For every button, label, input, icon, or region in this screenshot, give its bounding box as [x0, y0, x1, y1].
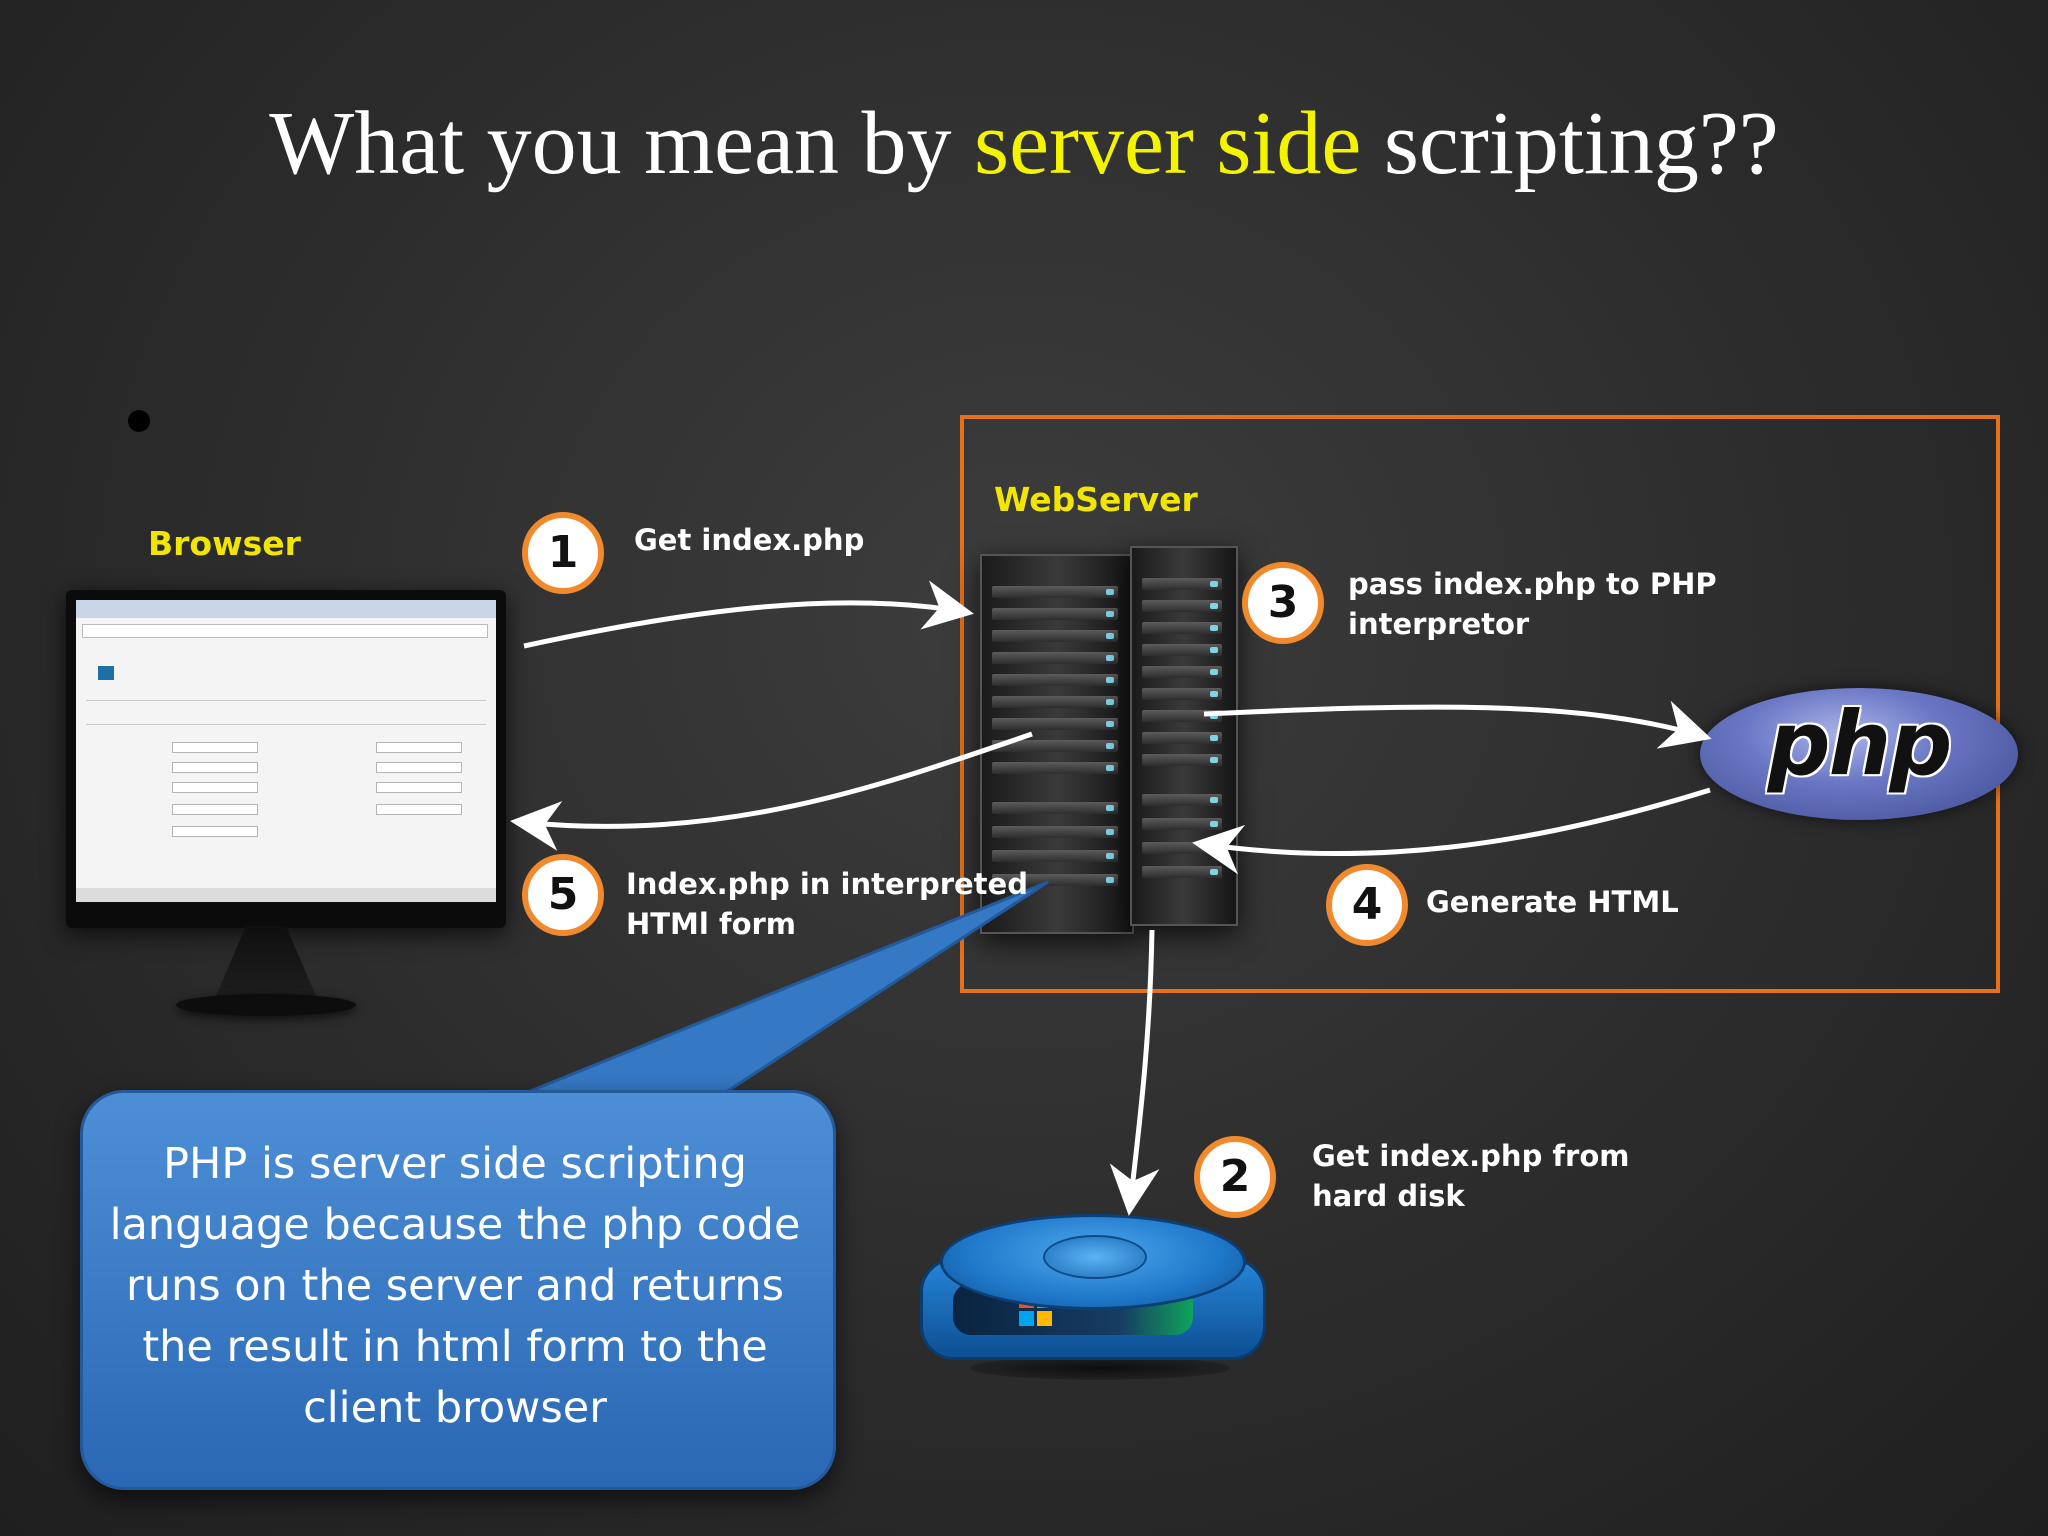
step-4-line: Generate HTML: [1426, 885, 1679, 919]
hard-disk-icon: [910, 1214, 1270, 1384]
arrow-step-1: [523, 580, 974, 649]
step-3-badge: 3: [1242, 562, 1324, 644]
slide-title: What you mean by server side scripting??: [0, 92, 2048, 195]
title-prefix: What you mean by: [269, 94, 975, 193]
step-3-line: pass index.php to PHP: [1348, 567, 1717, 601]
step-5-badge: 5: [522, 854, 604, 936]
arrow-step-5: [510, 731, 1033, 851]
php-logo-icon: php: [1700, 688, 2018, 820]
php-logo-text: php: [1767, 692, 1953, 795]
step-2-badge: 2: [1194, 1136, 1276, 1218]
step-2-line: hard disk: [1312, 1179, 1465, 1213]
arrow-step-4: [1192, 787, 1711, 875]
browser-screenshot: [76, 600, 496, 902]
title-suffix: scripting??: [1361, 94, 1779, 193]
callout-line: language because the php code: [109, 1200, 801, 1250]
step-3-label: pass index.php to PHP interpretor: [1348, 564, 1717, 644]
step-5-line: HTMl form: [626, 907, 797, 941]
callout-line: client browser: [303, 1383, 607, 1433]
callout-line: the result in html form to the: [142, 1322, 768, 1372]
step-1-label: Get index.php: [634, 520, 864, 560]
callout-line: PHP is server side scripting: [163, 1139, 747, 1189]
callout-line: runs on the server and returns: [126, 1261, 784, 1311]
arrow-step-3: [1203, 700, 1712, 749]
monitor-icon: [66, 590, 506, 928]
step-1-badge: 1: [522, 512, 604, 594]
callout-text: PHP is server side scripting language be…: [100, 1134, 810, 1439]
server-rack-icon: [1130, 546, 1238, 926]
step-1-line: Get index.php: [634, 523, 865, 557]
webserver-label: WebServer: [994, 480, 1198, 519]
step-4-badge: 4: [1326, 864, 1408, 946]
step-5-line: Index.php in interpreted: [626, 867, 1028, 901]
browser-label: Browser: [148, 524, 301, 563]
step-2-label: Get index.php from hard disk: [1312, 1136, 1630, 1216]
title-highlight: server side: [974, 94, 1362, 193]
monitor-base: [176, 994, 356, 1016]
arrow-step-2: [1109, 929, 1160, 1216]
bullet-dot: [128, 410, 150, 432]
step-5-label: Index.php in interpreted HTMl form: [626, 864, 1028, 944]
step-3-line: interpretor: [1348, 607, 1530, 641]
webserver-frame: [960, 415, 2000, 993]
explanation-callout: [80, 1090, 836, 1490]
step-2-line: Get index.php from: [1312, 1139, 1630, 1173]
server-rack-icon: [980, 554, 1134, 934]
step-4-label: Generate HTML: [1426, 882, 1679, 922]
